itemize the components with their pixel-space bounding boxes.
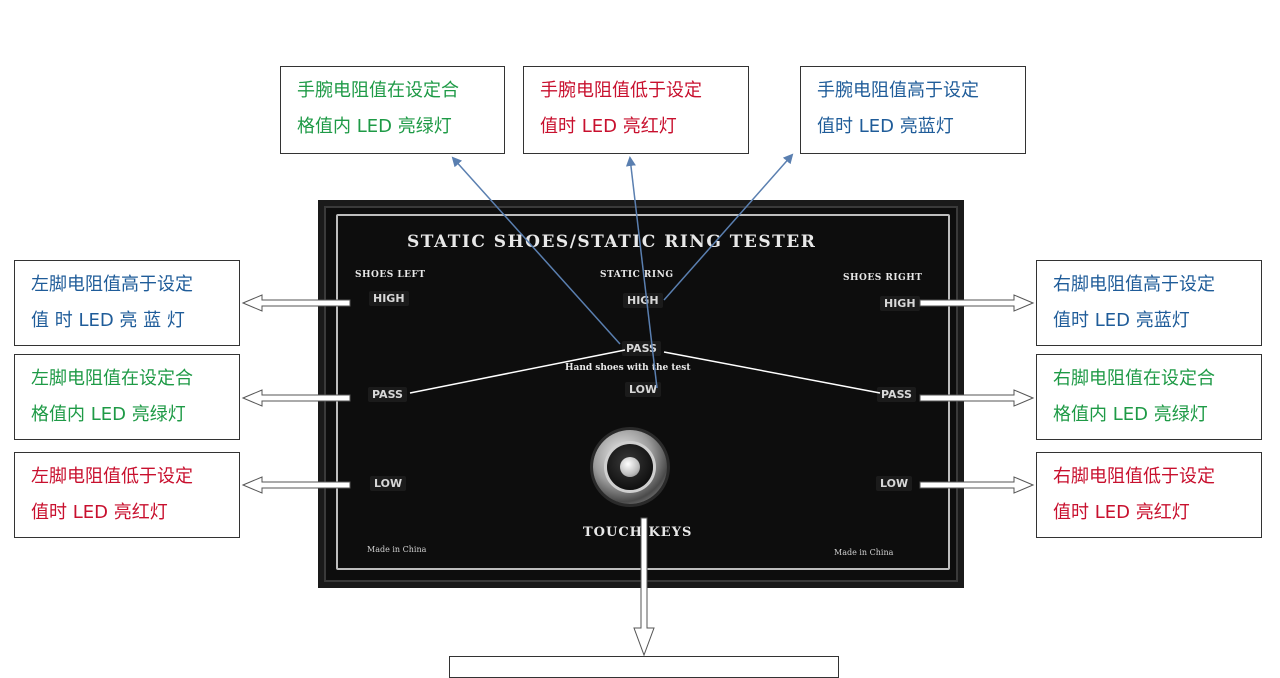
pass-line-left bbox=[409, 349, 626, 394]
hollow-arrow-right-high bbox=[919, 294, 1035, 312]
callout-line: 值时 LED 亮红灯 bbox=[540, 116, 677, 137]
touch-keys-label: TOUCH KEYS bbox=[583, 525, 693, 540]
connector-overlay bbox=[241, 153, 1035, 657]
callout-line: 右脚电阻值高于设定 bbox=[1053, 274, 1215, 295]
callout-line: 值时 LED 亮红灯 bbox=[1053, 502, 1190, 523]
shoes-left-label: SHOES LEFT bbox=[355, 270, 426, 280]
callout-left-low: 左脚电阻值低于设定 值时 LED 亮红灯 bbox=[14, 452, 240, 538]
callout-right-high: 右脚电阻值高于设定 值时 LED 亮蓝灯 bbox=[1036, 260, 1262, 346]
hollow-arrow-down bbox=[633, 517, 655, 657]
static-ring-label: STATIC RING bbox=[600, 270, 674, 280]
callout-ring-low: 手腕电阻值低于设定 值时 LED 亮红灯 bbox=[523, 66, 749, 154]
hollow-arrow-right-low bbox=[919, 476, 1035, 494]
pass-line-right bbox=[663, 351, 881, 394]
touch-key-core bbox=[620, 457, 640, 477]
callout-line: 左脚电阻值低于设定 bbox=[31, 466, 193, 487]
left-pass-lamp: PASS bbox=[368, 387, 407, 402]
callout-line: 值时 LED 亮蓝灯 bbox=[817, 116, 954, 137]
pointer-ring-high bbox=[663, 153, 794, 301]
pointer-ring-pass bbox=[451, 156, 621, 345]
left-low-lamp: LOW bbox=[370, 476, 407, 491]
hollow-arrow-left-low bbox=[241, 476, 351, 494]
touch-key-button[interactable] bbox=[593, 430, 667, 504]
callout-line: 格值内 LED 亮绿灯 bbox=[1053, 404, 1208, 425]
callout-line: 右脚电阻值低于设定 bbox=[1053, 466, 1215, 487]
pointer-ring-low bbox=[625, 156, 658, 389]
callout-right-pass: 右脚电阻值在设定合 格值内 LED 亮绿灯 bbox=[1036, 354, 1262, 440]
callout-line: 手腕电阻值在设定合 bbox=[297, 80, 459, 101]
panel-title: STATIC SHOES/STATIC RING TESTER bbox=[407, 232, 817, 252]
callout-line: 值时 LED 亮红灯 bbox=[31, 502, 168, 523]
shoes-right-label: SHOES RIGHT bbox=[843, 273, 923, 283]
callout-line: 格值内 LED 亮绿灯 bbox=[31, 404, 186, 425]
right-pass-lamp: PASS bbox=[877, 387, 916, 402]
hollow-arrow-left-high bbox=[241, 294, 351, 312]
callout-line: 手腕电阻值高于设定 bbox=[817, 80, 979, 101]
right-high-lamp: HIGH bbox=[880, 296, 920, 311]
callout-ring-pass: 手腕电阻值在设定合 格值内 LED 亮绿灯 bbox=[280, 66, 505, 154]
hollow-arrow-left-pass bbox=[241, 389, 351, 407]
callout-line: 值 时 LED 亮 蓝 灯 bbox=[31, 310, 185, 331]
left-high-lamp: HIGH bbox=[369, 291, 409, 306]
callout-right-low: 右脚电阻值低于设定 值时 LED 亮红灯 bbox=[1036, 452, 1262, 538]
callout-left-high: 左脚电阻值高于设定 值 时 LED 亮 蓝 灯 bbox=[14, 260, 240, 346]
callout-left-pass: 左脚电阻值在设定合 格值内 LED 亮绿灯 bbox=[14, 354, 240, 440]
ring-low-lamp: LOW bbox=[625, 382, 662, 397]
callout-line: 手腕电阻值低于设定 bbox=[540, 80, 702, 101]
hollow-arrow-right-pass bbox=[919, 389, 1035, 407]
callout-line: 左脚电阻值在设定合 bbox=[31, 368, 193, 389]
callout-line: 右脚电阻值在设定合 bbox=[1053, 368, 1215, 389]
made-in-right: Made in China bbox=[834, 548, 894, 557]
callout-ring-high: 手腕电阻值高于设定 值时 LED 亮蓝灯 bbox=[800, 66, 1026, 154]
callout-line: 值时 LED 亮蓝灯 bbox=[1053, 310, 1190, 331]
right-low-lamp: LOW bbox=[876, 476, 913, 491]
callout-line: 格值内 LED 亮绿灯 bbox=[297, 116, 452, 137]
touch-key-ring bbox=[607, 444, 653, 490]
panel-hint: Hand shoes with the test bbox=[565, 363, 691, 373]
ring-high-lamp: HIGH bbox=[623, 293, 663, 308]
callout-line: 左脚电阻值高于设定 bbox=[31, 274, 193, 295]
made-in-left: Made in China bbox=[367, 545, 427, 554]
